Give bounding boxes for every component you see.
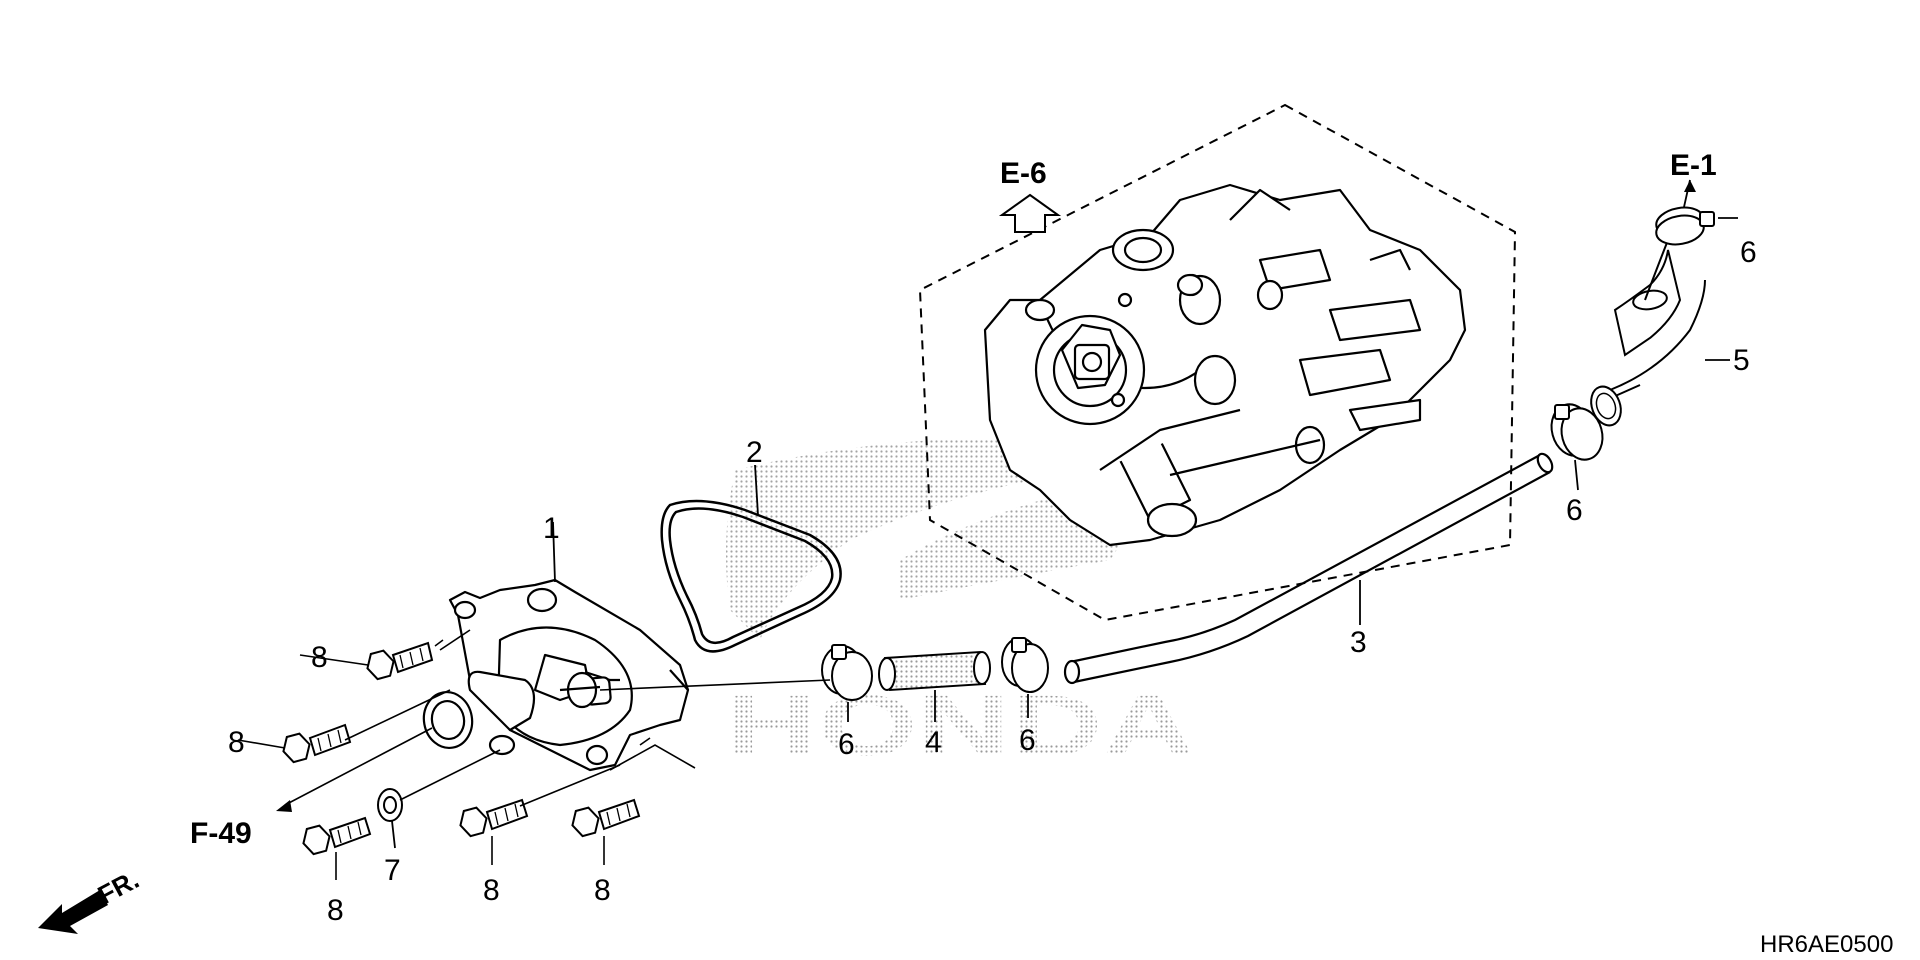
label-part-6-center: 6 bbox=[1019, 724, 1036, 757]
label-part-6-left: 6 bbox=[838, 728, 855, 761]
bolt-c bbox=[302, 816, 372, 856]
leader-lines bbox=[237, 629, 696, 880]
bolt-a bbox=[366, 639, 444, 681]
arrowhead-icon bbox=[1684, 180, 1696, 192]
label-part-4: 4 bbox=[925, 726, 942, 759]
clamp-center bbox=[1001, 637, 1049, 718]
clamp-top-right bbox=[1655, 206, 1738, 246]
label-part-6-top: 6 bbox=[1740, 236, 1757, 269]
label-part-8-e: 8 bbox=[594, 874, 611, 907]
part-number-labels: 1 2 3 4 5 6 6 6 6 7 8 8 8 8 8 bbox=[228, 236, 1757, 927]
label-part-8-d: 8 bbox=[483, 874, 500, 907]
bolt-e bbox=[571, 798, 641, 838]
label-part-8-b: 8 bbox=[228, 726, 245, 759]
part-4-hose bbox=[878, 650, 991, 722]
arrowhead-icon bbox=[276, 800, 292, 812]
ref-e1-label: E-1 bbox=[1670, 149, 1717, 182]
ref-e6-label: E-6 bbox=[1000, 157, 1047, 190]
bolt-d bbox=[459, 798, 529, 838]
label-part-8-a: 8 bbox=[311, 641, 328, 674]
label-part-3: 3 bbox=[1350, 626, 1367, 659]
part-1-pump-cover bbox=[422, 521, 690, 772]
front-arrow-icon bbox=[38, 890, 108, 934]
ref-f49: F-49 bbox=[190, 800, 292, 850]
part-7-washer bbox=[377, 788, 403, 849]
part-5-hose bbox=[1590, 229, 1730, 427]
label-part-1: 1 bbox=[543, 512, 560, 545]
diagram-code: HR6AE0500 bbox=[1760, 931, 1893, 958]
clamp-left bbox=[821, 644, 873, 722]
label-part-6-right: 6 bbox=[1566, 494, 1583, 527]
label-part-7: 7 bbox=[384, 854, 401, 887]
label-part-5: 5 bbox=[1733, 344, 1750, 377]
part-2-gasket bbox=[660, 464, 842, 653]
up-arrow-icon bbox=[998, 193, 1062, 233]
ref-e6: E-6 bbox=[998, 157, 1062, 233]
label-part-2: 2 bbox=[746, 436, 763, 469]
engine-dashed-outline bbox=[918, 103, 1517, 622]
ref-e1: E-1 bbox=[1670, 149, 1717, 226]
engine-case bbox=[983, 183, 1467, 547]
front-direction-indicator: FR. bbox=[38, 864, 144, 934]
clamp-middle-right bbox=[1550, 403, 1604, 491]
bolt-b bbox=[282, 723, 352, 764]
leader-nozzle bbox=[599, 679, 831, 691]
ref-f49-label: F-49 bbox=[190, 817, 252, 850]
watermark-text: HONDA bbox=[725, 678, 1195, 774]
label-part-8-c: 8 bbox=[327, 894, 344, 927]
part-3-pipe bbox=[1063, 452, 1554, 685]
